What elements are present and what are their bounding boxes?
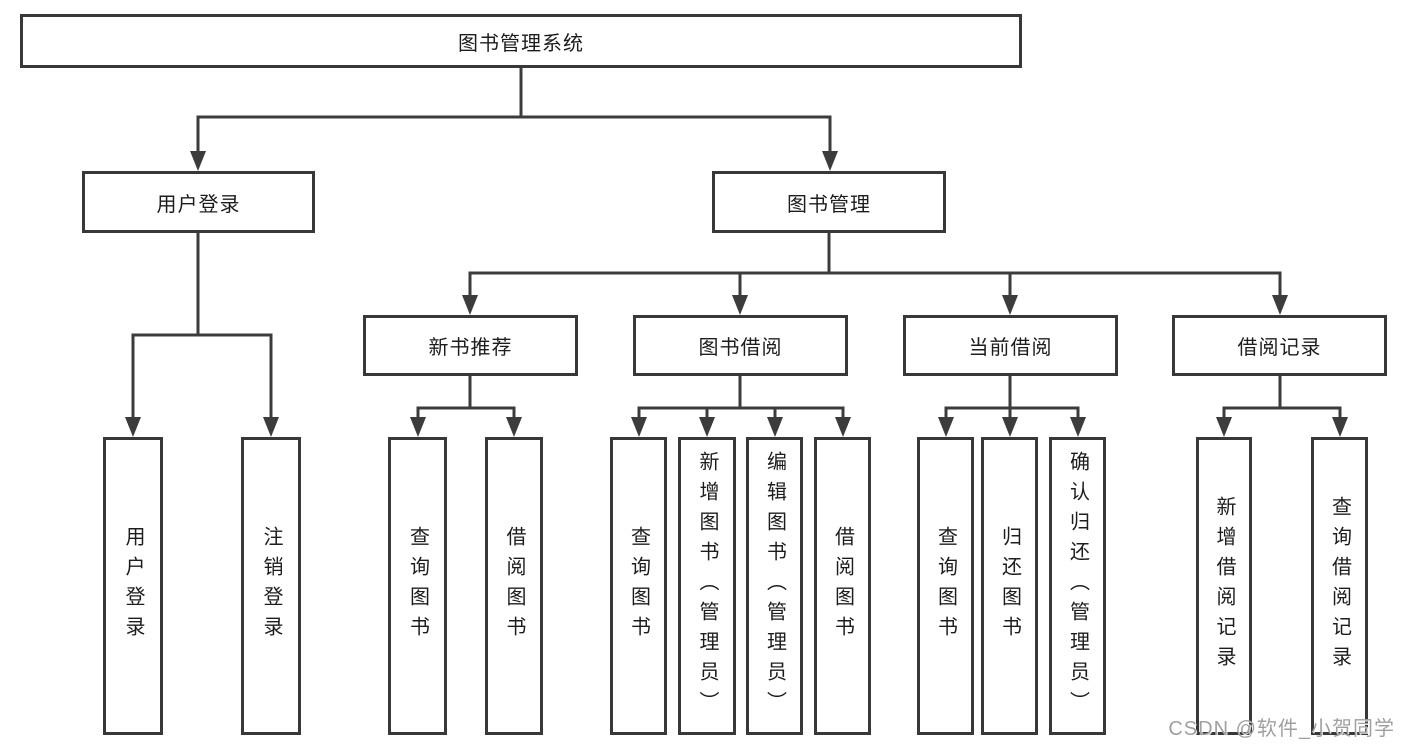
connector-bookmgmt-to-level3	[462, 231, 1288, 315]
connector-userlogin-to-leaves	[125, 231, 279, 437]
node-borrow-records: 借阅记录	[1172, 315, 1387, 376]
leaf-user-login: 用户登录	[103, 437, 163, 735]
leaf-confirm-return-admin: 确认归还（管理员）	[1049, 437, 1106, 735]
leaf-label: 归还图书	[998, 526, 1021, 646]
leaf-label: 借阅图书	[503, 526, 525, 646]
node-label: 图书管理系统	[458, 32, 584, 55]
node-library-system: 图书管理系统	[20, 14, 1022, 68]
leaf-borrow-book: 借阅图书	[814, 437, 871, 735]
leaf-label: 新增借阅记录	[1213, 496, 1235, 676]
leaf-label: 查询借阅记录	[1328, 496, 1351, 676]
leaf-edit-book-admin: 编辑图书（管理员）	[746, 437, 803, 735]
leaf-label: 确认归还（管理员）	[1066, 451, 1089, 721]
leaf-query-book-current: 查询图书	[917, 437, 974, 735]
leaf-label: 查询图书	[934, 526, 957, 646]
node-label: 用户登录	[156, 193, 241, 216]
leaf-label: 注销登录	[260, 526, 282, 646]
leaf-label: 用户登录	[122, 526, 144, 646]
leaf-return-book: 归还图书	[981, 437, 1038, 735]
node-book-management: 图书管理	[712, 171, 946, 233]
leaf-query-borrow-record: 查询借阅记录	[1311, 437, 1368, 735]
leaf-logout: 注销登录	[241, 437, 301, 735]
leaf-label: 编辑图书（管理员）	[763, 451, 786, 721]
leaf-label: 查询图书	[627, 526, 650, 646]
leaf-label: 查询图书	[406, 526, 429, 646]
node-label: 当前借阅	[968, 337, 1053, 359]
node-label: 借阅记录	[1237, 337, 1322, 359]
leaf-query-book-borrow: 查询图书	[610, 437, 667, 735]
connector-records-to-leaves	[1216, 374, 1348, 437]
node-current-borrow: 当前借阅	[903, 315, 1118, 376]
node-label: 图书管理	[787, 193, 871, 216]
connector-newbook-to-leaves	[410, 374, 522, 437]
csdn-watermark: CSDN @软件_小贺同学	[1168, 718, 1395, 740]
connector-current-to-leaves	[938, 374, 1086, 437]
leaf-query-book-recommend: 查询图书	[388, 437, 447, 735]
node-label: 图书借阅	[698, 337, 783, 359]
node-book-borrow: 图书借阅	[633, 315, 848, 376]
node-new-book-recommend: 新书推荐	[363, 315, 578, 376]
node-user-login: 用户登录	[82, 171, 315, 233]
node-label: 新书推荐	[428, 337, 513, 359]
leaf-label: 新增图书（管理员）	[696, 451, 718, 721]
leaf-add-borrow-record: 新增借阅记录	[1196, 437, 1252, 735]
connector-root-to-level2	[190, 66, 838, 171]
leaf-label: 借阅图书	[831, 526, 854, 646]
connector-borrow-to-leaves	[631, 374, 851, 437]
leaf-borrow-book-recommend: 借阅图书	[485, 437, 543, 735]
leaf-add-book-admin: 新增图书（管理员）	[678, 437, 736, 735]
